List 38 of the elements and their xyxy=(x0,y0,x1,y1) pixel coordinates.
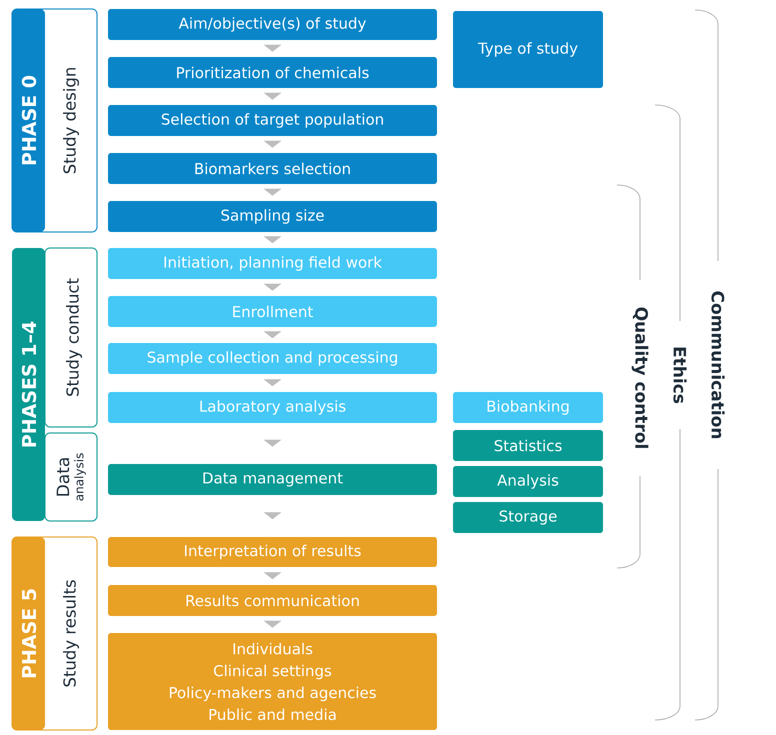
arrow xyxy=(264,284,282,291)
phase-box: PHASE 5 Study results xyxy=(12,536,98,730)
step-box: Statistics xyxy=(453,430,603,461)
arrow xyxy=(264,140,282,148)
bracket-label: Communication xyxy=(711,291,725,438)
phase-subbox: Data analysis xyxy=(44,432,98,522)
arrow xyxy=(264,92,282,100)
step-box: Selection of target population xyxy=(108,104,437,136)
step-box: Results communication xyxy=(108,584,437,616)
step-box: Storage xyxy=(453,502,603,533)
arrow xyxy=(264,188,282,196)
step-box: Aim/objective(s) of study xyxy=(108,8,437,40)
step-box: Analysis xyxy=(453,466,603,497)
step-box: Enrollment xyxy=(108,296,437,327)
step-box: Biomarkers selection xyxy=(108,152,437,184)
arrow xyxy=(264,440,282,447)
step-box: Individuals Clinical settings Policy-makers and agencies Public and media xyxy=(108,632,437,730)
arrow xyxy=(264,620,282,628)
step-box: Type of study xyxy=(453,10,603,88)
step-box: Sample collection and processing xyxy=(108,342,437,374)
step-box: Laboratory analysis xyxy=(108,392,437,423)
step-box: Prioritization of chemicals xyxy=(108,56,437,88)
arrow xyxy=(264,572,282,580)
arrow xyxy=(264,331,282,338)
bracket-label: Quality control xyxy=(632,308,648,448)
step-box: Sampling size xyxy=(108,200,437,232)
bracket-label: Ethics xyxy=(673,348,687,404)
phase-subbox: Study conduct xyxy=(44,247,98,428)
phase-bar: PHASES 1–4 xyxy=(12,248,45,521)
step-box: Data management xyxy=(108,464,437,495)
phase-box: PHASE 0 Study design xyxy=(12,8,98,232)
step-box: Initiation, planning field work xyxy=(108,248,437,279)
step-box: Biobanking xyxy=(453,392,603,423)
arrow xyxy=(264,512,282,520)
arrow xyxy=(264,44,282,52)
arrow xyxy=(264,236,282,244)
step-box: Interpretation of results xyxy=(108,536,437,567)
arrow xyxy=(264,379,282,386)
